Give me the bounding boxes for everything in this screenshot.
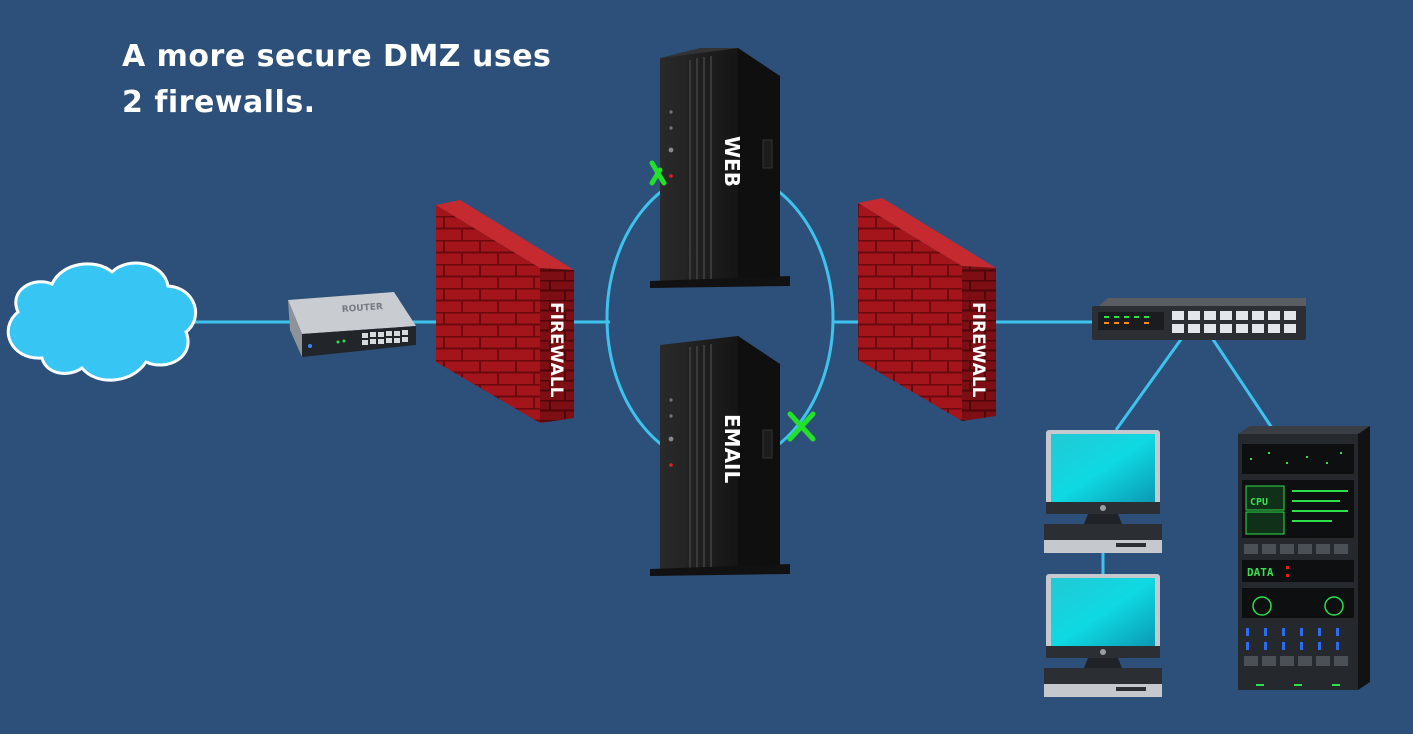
title-line-1: A more secure DMZ uses: [122, 39, 552, 74]
rack-cpu-label: CPU: [1250, 497, 1268, 508]
blocked-marker-web: [649, 160, 667, 186]
title-line-2: 2 firewalls.: [122, 85, 316, 120]
firewall-right-label: FIREWALL: [968, 302, 988, 398]
link-switch-rack: [1210, 337, 1274, 429]
workstation-1: [1044, 430, 1162, 553]
internet-cloud: [6, 261, 198, 382]
brick-wall-icon: [436, 205, 540, 423]
blocked-marker-email: [787, 411, 816, 442]
firewall-right: FIREWALL: [858, 198, 996, 421]
router-label: ROUTER: [342, 302, 384, 315]
router-icon: [288, 292, 416, 334]
brick-wall-icon: [858, 203, 962, 421]
web-server-label: WEB: [720, 136, 744, 187]
slide-title: A more secure DMZ uses 2 firewalls.: [122, 34, 551, 126]
network-switch: [1092, 298, 1306, 340]
firewall-left: FIREWALL: [436, 200, 574, 423]
tower-server-icon: [660, 48, 738, 286]
link-switch-workstation: [1114, 337, 1184, 431]
rack-data-label: DATA: [1247, 566, 1274, 579]
email-server: EMAIL: [650, 336, 790, 576]
server-rack: CPU DATA: [1238, 426, 1370, 690]
router: ROUTER: [288, 292, 416, 357]
tower-server-icon: [660, 336, 738, 574]
firewall-left-label: FIREWALL: [546, 302, 566, 398]
web-server: WEB: [650, 48, 790, 288]
email-server-label: EMAIL: [720, 414, 744, 483]
workstation-2: [1044, 574, 1162, 697]
cloud-icon: [6, 261, 198, 382]
